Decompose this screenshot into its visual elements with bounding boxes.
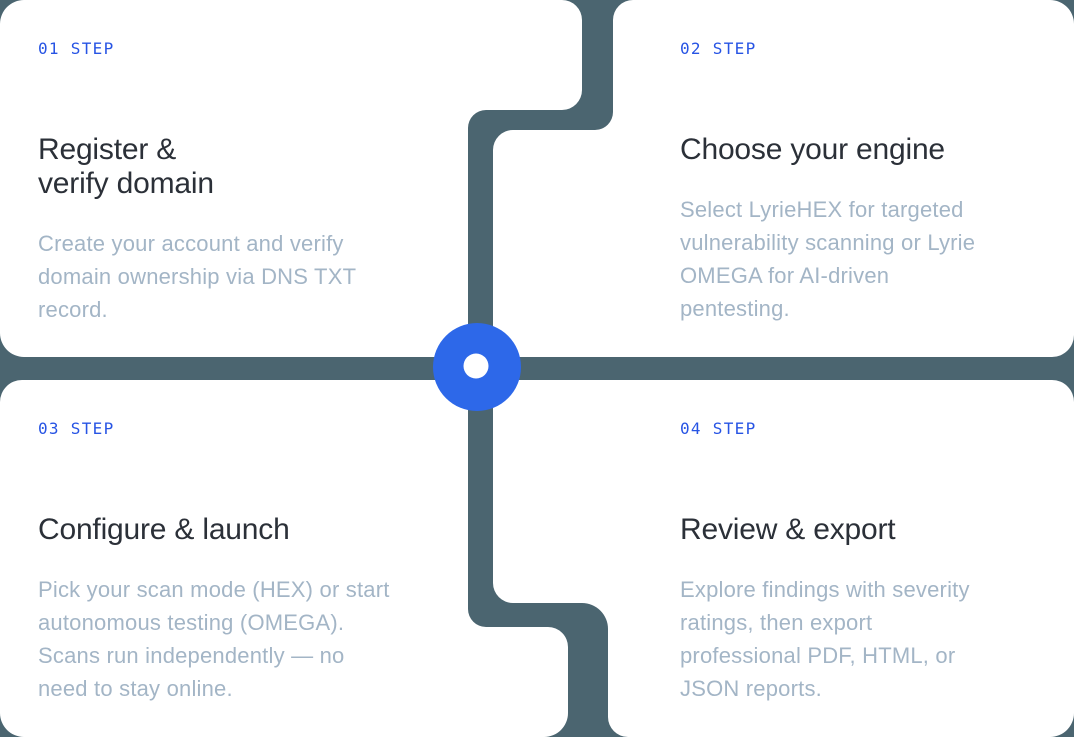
center-node-dot-icon bbox=[463, 353, 489, 379]
card-2-surface bbox=[493, 0, 1074, 357]
step-4-title: Review & export bbox=[680, 513, 896, 546]
step-1-label: 01 STEP bbox=[38, 39, 115, 58]
step-1-title: Register & verify domain bbox=[38, 133, 214, 200]
step-card-2: 02 STEP Choose your engine Select LyrieH… bbox=[680, 39, 1074, 325]
step-card-3: 03 STEP Configure & launch Pick your sca… bbox=[38, 419, 468, 705]
step-1-description: Create your account and verify domain ow… bbox=[38, 231, 357, 322]
step-3-label: 03 STEP bbox=[38, 419, 115, 438]
step-3-description: Pick your scan mode (HEX) or start auton… bbox=[38, 577, 390, 701]
card-4-surface bbox=[493, 380, 1074, 737]
step-4-label: 04 STEP bbox=[680, 419, 757, 438]
step-2-title: Choose your engine bbox=[680, 133, 945, 166]
step-card-4: 04 STEP Review & export Explore findings… bbox=[680, 419, 1074, 705]
step-4-description: Explore findings with severity ratings, … bbox=[680, 577, 970, 701]
step-2-description: Select LyrieHEX for targeted vulnerabili… bbox=[680, 197, 976, 321]
card-1-surface bbox=[0, 0, 582, 357]
step-3-title: Configure & launch bbox=[38, 513, 290, 546]
step-2-label: 02 STEP bbox=[680, 39, 757, 58]
step-card-1: 01 STEP Register & verify domain Create … bbox=[38, 39, 468, 326]
card-3-surface bbox=[0, 380, 568, 737]
